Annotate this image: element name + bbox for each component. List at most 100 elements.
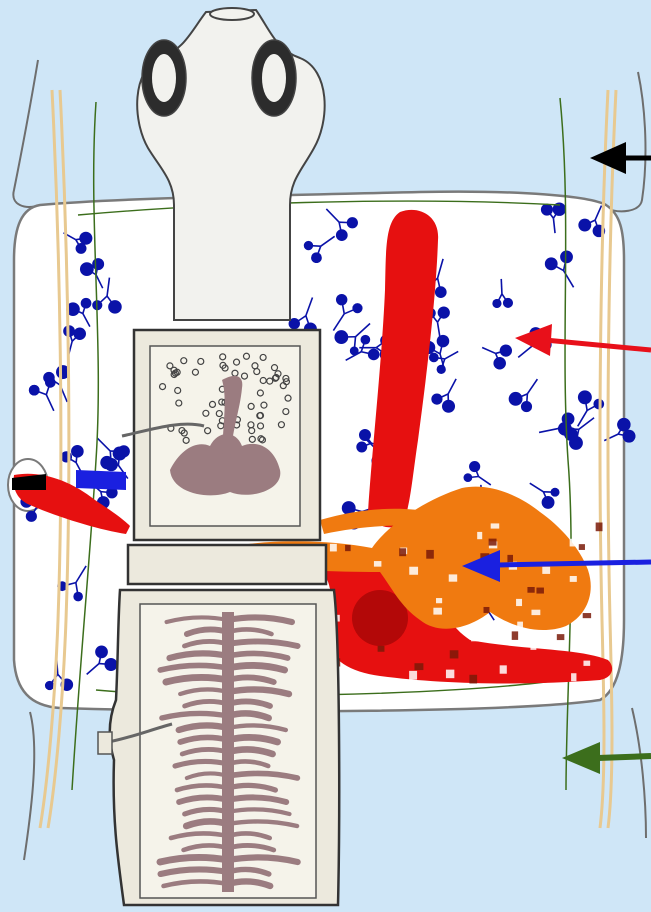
uterine-branch-tip xyxy=(464,473,473,482)
testis-dot xyxy=(588,521,595,528)
uterine-branch-tip xyxy=(73,327,86,340)
uterine-branch-tip xyxy=(347,218,357,228)
uterine-branch-tip xyxy=(542,496,555,509)
testis-dot xyxy=(345,545,351,551)
uterine-branch-tip xyxy=(443,401,453,411)
testis-dot xyxy=(517,622,523,631)
testis-dot xyxy=(570,539,578,547)
uterine-branch-tip xyxy=(617,418,630,431)
green-arrow xyxy=(562,742,651,774)
uterine-branch-tip xyxy=(500,344,512,356)
testis-dot xyxy=(557,634,565,640)
testis-dot xyxy=(436,598,442,603)
testis-dot xyxy=(433,608,442,615)
testis-dot xyxy=(489,539,497,546)
testis-dot xyxy=(500,665,507,673)
testis-dot xyxy=(507,555,513,562)
testis-dot xyxy=(536,588,543,594)
uterine-branch-tip xyxy=(561,425,569,433)
testis-dot xyxy=(512,631,518,640)
uterine-branch-tip xyxy=(357,442,366,451)
uterine-branch-tip xyxy=(352,303,362,313)
testis-dot xyxy=(596,522,603,531)
rostellum xyxy=(210,8,254,20)
uterine-branch-tip xyxy=(27,512,36,521)
uterine-branch-tip xyxy=(511,394,520,403)
uterine-branch-tip xyxy=(336,229,348,241)
testis-dot xyxy=(330,544,337,552)
testis-dot xyxy=(570,576,577,582)
uterine-branch-tip xyxy=(29,385,40,396)
uterine-branch-tip xyxy=(290,319,299,328)
gravid-pore xyxy=(98,732,112,754)
uterine-branch-tip xyxy=(572,439,581,448)
uterine-branch-tip xyxy=(100,456,113,469)
testis-dot xyxy=(449,574,457,581)
uterine-branch-tip xyxy=(493,357,506,370)
strobila xyxy=(98,8,339,905)
testis-dot xyxy=(516,599,522,606)
uterine-branch-tip xyxy=(623,430,636,443)
uterine-branch-tip xyxy=(336,332,346,342)
testis-dot xyxy=(583,661,590,666)
testis-dot xyxy=(477,532,482,539)
testis-dot xyxy=(409,567,418,575)
uterine-branch-tip xyxy=(435,286,447,298)
testis-dot xyxy=(571,673,576,681)
testis-dot xyxy=(414,663,423,670)
testis-dot xyxy=(583,613,591,618)
uterine-branch-tip xyxy=(113,447,127,461)
testis-dot xyxy=(469,675,477,684)
testis-dot xyxy=(491,523,500,528)
uterine-branch-tip xyxy=(437,335,450,348)
testis-dot xyxy=(450,650,459,658)
uterine-branch-tip xyxy=(81,299,90,308)
uterine-branch-tip xyxy=(80,233,91,244)
testis-dot xyxy=(399,548,406,556)
sucker-right-lumen xyxy=(262,54,286,102)
testis-dot xyxy=(371,534,378,539)
uterine-branch-tip xyxy=(361,335,370,344)
testis-dot xyxy=(530,643,536,650)
uterine-branch-tip xyxy=(74,592,82,600)
uterine-branch-tip xyxy=(359,429,371,441)
testis-dot xyxy=(531,610,540,615)
uterine-branch-tip xyxy=(45,681,54,690)
uterine-branch-tip xyxy=(492,299,501,308)
testis-dot xyxy=(426,550,434,559)
uterine-branch-tip xyxy=(96,646,107,657)
blue-pore-stub xyxy=(76,470,126,490)
uterine-branch-tip xyxy=(304,241,313,250)
uterine-branch-tip xyxy=(92,258,104,270)
uterine-branch-tip xyxy=(369,349,379,359)
testis-dot xyxy=(378,646,385,652)
testis-dot xyxy=(484,607,490,613)
testis-dot xyxy=(527,587,534,593)
uterine-branch-tip xyxy=(80,262,94,276)
uterine-branch-tip xyxy=(429,353,439,363)
segment-young xyxy=(128,545,326,584)
uterine-branch-tip xyxy=(503,298,513,308)
black-arrow xyxy=(590,142,651,174)
testis-dot xyxy=(409,671,417,680)
uterine-branch-tip xyxy=(521,401,532,412)
uterine-branch-tip xyxy=(440,308,449,317)
uterine-branch-tip xyxy=(547,259,556,268)
uterine-branch-tip xyxy=(311,252,322,263)
uterine-branch-tip xyxy=(551,488,560,497)
testis-dot xyxy=(579,544,585,550)
uterine-branch-tip xyxy=(109,301,121,313)
uterine-branch-tip xyxy=(578,390,592,404)
sucker-left-lumen xyxy=(152,54,176,102)
uterine-branch-tip xyxy=(431,394,442,405)
uterine-branch-tip xyxy=(72,446,82,456)
uterine-branch-tip xyxy=(542,205,551,214)
testis-dot xyxy=(471,633,479,641)
uterine-branch-tip xyxy=(107,660,115,668)
uterine-branch xyxy=(501,279,502,294)
uterine-branch-tip xyxy=(469,461,480,472)
testis-dot xyxy=(542,567,550,574)
uterine-branch-tip xyxy=(580,220,590,230)
